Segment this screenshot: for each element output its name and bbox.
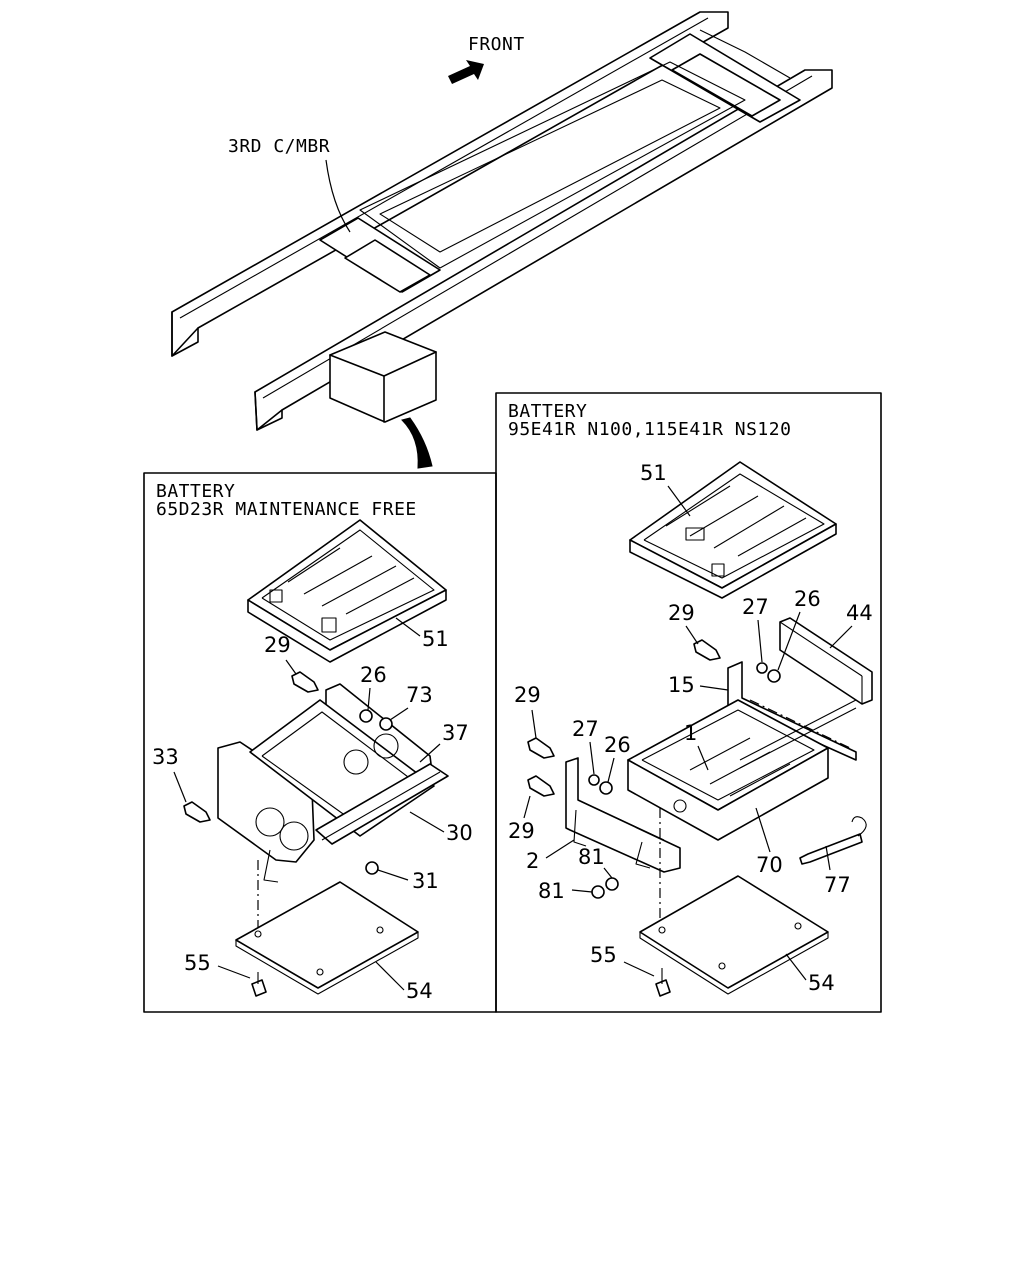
- callout-81-upper: 81: [578, 845, 605, 869]
- callout-29: 29: [264, 633, 291, 657]
- bracket-2: [565, 757, 681, 873]
- battery-tray-right: [627, 699, 857, 841]
- callout-1: 1: [684, 721, 697, 745]
- right-panel-title-2: 95E41R N100,115E41R NS120: [508, 419, 791, 440]
- fasteners-left: [183, 671, 393, 997]
- callout-31: 31: [412, 869, 439, 893]
- callout-54: 54: [406, 979, 433, 1003]
- battery-cover-right: [629, 461, 837, 599]
- battery-cover-left: [247, 519, 447, 663]
- callouts-left: 51 29 26 73 37 33 30 31 55 54: [152, 617, 473, 1003]
- callout-44: 44: [846, 601, 873, 625]
- bottom-plate-left: [235, 881, 419, 989]
- callout-15: 15: [668, 673, 695, 697]
- spacer-44: [779, 617, 873, 705]
- callout-33: 33: [152, 745, 179, 769]
- callout-77: 77: [824, 873, 851, 897]
- callout-29r-mid: 29: [514, 683, 541, 707]
- callout-81-lower: 81: [538, 879, 565, 903]
- callout-70: 70: [756, 853, 783, 877]
- callout-51: 51: [422, 627, 449, 651]
- callout-26r-top: 26: [794, 587, 821, 611]
- left-battery-panel: BATTERY 65D23R MAINTENANCE FREE: [152, 481, 473, 1003]
- crossmember-label: 3RD C/MBR: [228, 136, 330, 157]
- callout-29r-top: 29: [668, 601, 695, 625]
- right-battery-panel: BATTERY 95E41R N100,115E41R NS120: [508, 401, 873, 997]
- callout-54r: 54: [808, 971, 835, 995]
- callout-27r-top: 27: [742, 595, 769, 619]
- front-arrow-icon: [448, 60, 484, 84]
- chassis-frame: FRONT 3RD C/MBR: [171, 11, 833, 469]
- callout-51r: 51: [640, 461, 667, 485]
- callout-55r: 55: [590, 943, 617, 967]
- callout-55: 55: [184, 951, 211, 975]
- callout-29r-low: 29: [508, 819, 535, 843]
- callout-26r-mid: 26: [604, 733, 631, 757]
- callout-26: 26: [360, 663, 387, 687]
- callout-2: 2: [526, 849, 539, 873]
- panel-frames: [143, 392, 882, 1013]
- bolt-77: [799, 816, 867, 865]
- callout-73: 73: [406, 683, 433, 707]
- callout-27r-mid: 27: [572, 717, 599, 741]
- callout-30: 30: [446, 821, 473, 845]
- callout-37: 37: [442, 721, 469, 745]
- fasteners-right: [527, 639, 781, 997]
- battery-tray-left: [217, 683, 449, 935]
- left-panel-title-1: BATTERY: [156, 481, 235, 502]
- callouts-right: 51 29 27 26 44 15 29 27 26 1 29 2 81: [508, 461, 873, 995]
- right-panel-title-1: BATTERY: [508, 401, 587, 422]
- front-label: FRONT: [468, 34, 525, 55]
- left-panel-title-2: 65D23R MAINTENANCE FREE: [156, 499, 417, 520]
